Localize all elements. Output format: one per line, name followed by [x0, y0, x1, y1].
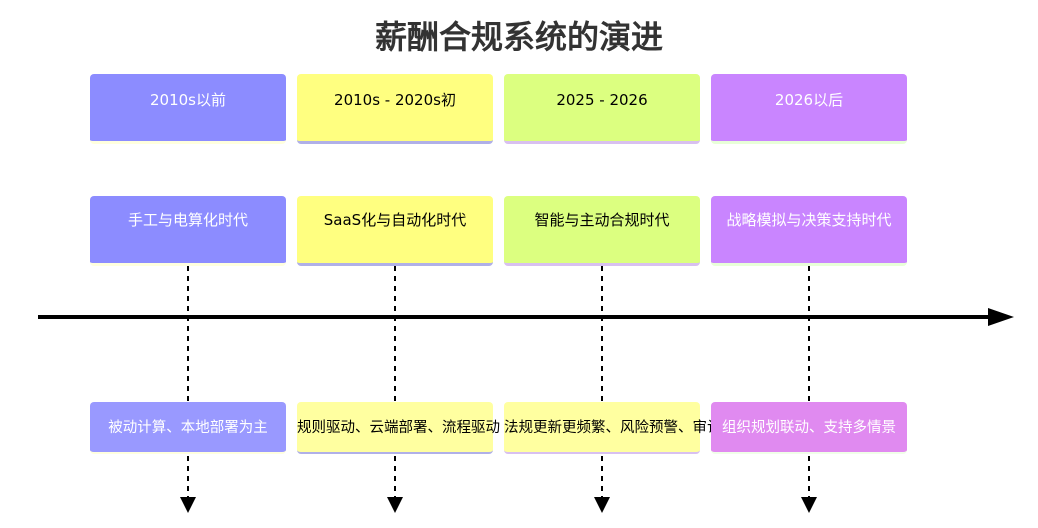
detail-box-2: 规则驱动、云端部署、流程驱动: [297, 402, 500, 454]
period-box-2: 2010s - 2020s初: [297, 74, 493, 144]
era-box-2: SaaS化与自动化时代: [297, 196, 493, 266]
period-box-4: 2026以后: [711, 74, 907, 144]
detail-box-4: 组织规划联动、支持多情景: [711, 402, 907, 454]
timeline-arrowhead: [988, 308, 1014, 326]
era-box-1: 手工与电算化时代: [90, 196, 286, 266]
era-box-4: 战略模拟与决策支持时代: [711, 196, 907, 266]
period-box-3: 2025 - 2026: [504, 74, 700, 144]
detail-box-1: 被动计算、本地部署为主: [90, 402, 286, 454]
era-box-3: 智能与主动合规时代: [504, 196, 700, 266]
period-box-1: 2010s以前: [90, 74, 286, 144]
detail-box-3: 法规更新更频繁、风险预警、审计就绪: [504, 402, 751, 454]
diagram-title: 薪酬合规系统的演进: [374, 18, 663, 56]
